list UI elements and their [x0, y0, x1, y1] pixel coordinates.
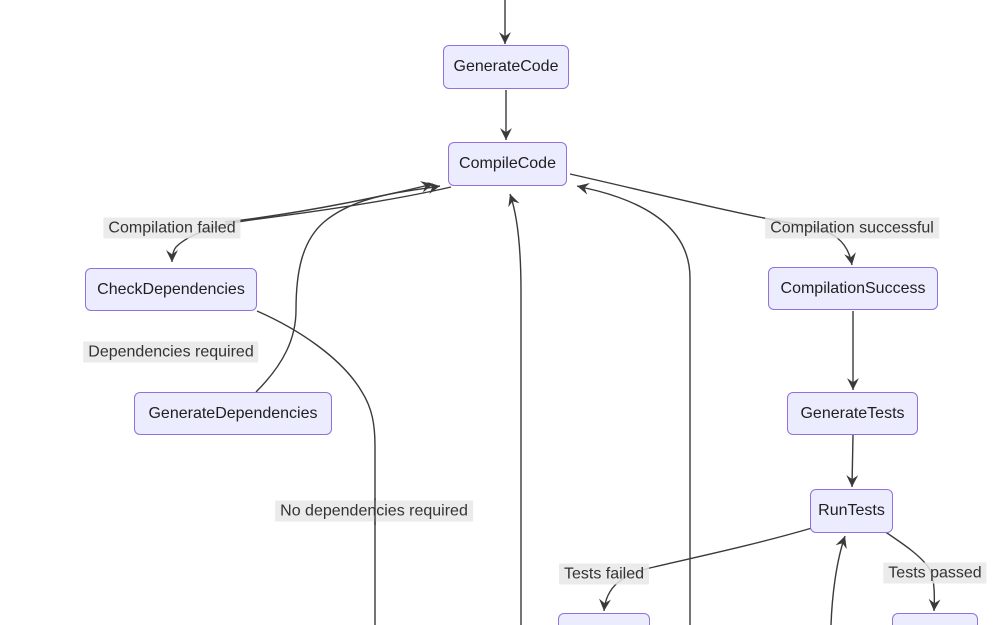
edge-bottom-return-centerright-to-compilecode	[576, 182, 691, 625]
edge-label-compilation-failed: Compilation failed	[103, 217, 241, 239]
node-label: GenerateDependencies	[148, 404, 318, 422]
edge-label-tests-passed: Tests passed	[883, 562, 987, 584]
node-CheckDependencies: CheckDependencies	[85, 268, 257, 311]
edge-label-no-dependencies-required: No dependencies required	[275, 500, 473, 522]
node-GenerateCode: GenerateCode	[443, 45, 569, 89]
node-CompilationSuccess: CompilationSuccess	[768, 267, 938, 310]
edge-runtests-to-tests-failed-target	[599, 527, 813, 612]
edge-bottom-return-centerleft-to-compilecode	[508, 193, 522, 625]
edge-bottom-return-to-runtests	[830, 535, 847, 625]
edge-generatedependencies-to-compilecode	[255, 182, 441, 393]
node-bottom-center-node	[558, 613, 650, 625]
node-label: GenerateCode	[453, 58, 559, 75]
node-label: CompileCode	[459, 155, 556, 172]
node-label: GenerateTests	[800, 404, 905, 422]
edge-generatetests-to-runtests	[846, 434, 859, 488]
node-bottom-right-node	[892, 613, 978, 625]
node-label: CheckDependencies	[97, 280, 245, 298]
edge-label-tests-failed: Tests failed	[558, 563, 650, 585]
node-GenerateTests: GenerateTests	[787, 392, 918, 435]
node-label: RunTests	[818, 502, 885, 519]
node-RunTests: RunTests	[810, 489, 893, 533]
node-label: CompilationSuccess	[780, 279, 926, 297]
node-GenerateDependencies: GenerateDependencies	[134, 392, 332, 435]
edge-label-compilation-successful: Compilation successful	[765, 217, 939, 239]
edge-return-to-compilecode-left	[224, 181, 434, 223]
edge-label-dependencies-required: Dependencies required	[83, 341, 259, 363]
edge-checkdependencies-no-dependencies-down	[256, 310, 376, 625]
node-CompileCode: CompileCode	[448, 142, 567, 186]
